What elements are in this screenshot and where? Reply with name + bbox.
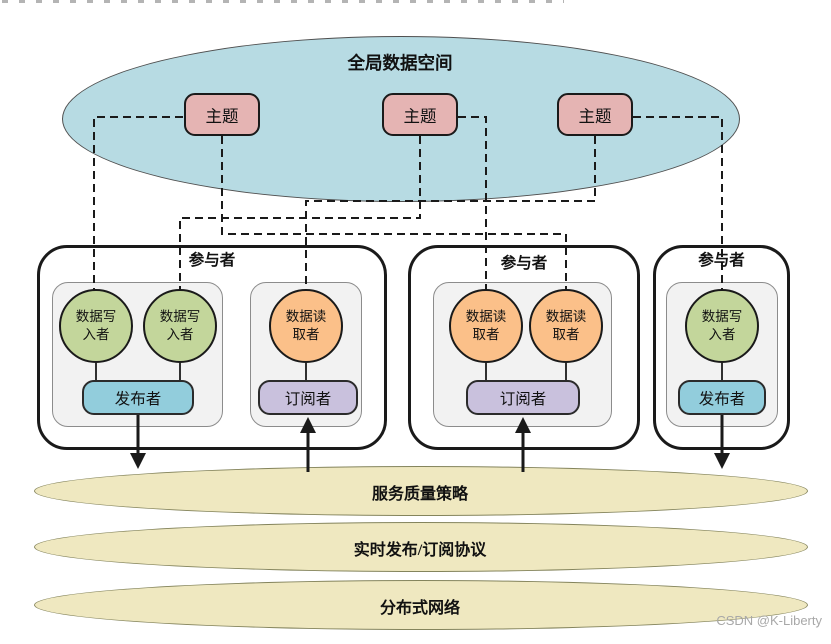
dashed-link-topic2-reader3 — [458, 116, 487, 290]
subscribe-arrowhead-2 — [515, 417, 531, 433]
topic-box-1: 主题 — [184, 93, 260, 136]
subscriber-box-2: 订阅者 — [466, 380, 580, 415]
publisher-box-3: 发布者 — [678, 380, 766, 415]
topic-box-3: 主题 — [557, 93, 633, 136]
csdn-watermark: CSDN @K-Liberty — [716, 613, 822, 628]
rtps-layer-label: 实时发布/订阅协议 — [353, 542, 487, 559]
data-writer-circle-1: 数据写 入者 — [59, 289, 133, 363]
topic-box-2: 主题 — [382, 93, 458, 136]
network-layer-ellipse — [34, 580, 808, 630]
dashed-link-topic1-reader4 — [221, 136, 567, 290]
data-reader-circle-2: 数据读 取者 — [449, 289, 523, 363]
publish-arrowhead-1 — [130, 453, 146, 469]
dashed-link-topic3-reader1 — [305, 136, 596, 290]
subscribe-arrowhead-1 — [300, 417, 316, 433]
dashed-link-topic1-writer1 — [93, 116, 183, 290]
publisher-box-1: 发布者 — [82, 380, 194, 415]
participant-label-2: 参与者 — [500, 255, 548, 272]
data-reader-circle-1: 数据读 取者 — [269, 289, 343, 363]
participant-label-1: 参与者 — [188, 252, 236, 269]
data-writer-circle-2: 数据写 入者 — [143, 289, 217, 363]
publish-arrowhead-3 — [714, 453, 730, 469]
cropped-text-remnant — [2, 0, 564, 3]
subscriber-box-1: 订阅者 — [258, 380, 358, 415]
network-layer-label: 分布式网络 — [379, 600, 460, 617]
qos-layer-ellipse — [34, 466, 808, 516]
rtps-layer-ellipse — [34, 522, 808, 572]
participant-label-3: 参与者 — [698, 252, 745, 269]
data-writer-circle-3: 数据写 入者 — [685, 289, 759, 363]
dashed-link-topic2-writer2 — [179, 136, 421, 290]
global-data-space-title: 全局数据空间 — [347, 53, 453, 73]
dashed-link-topic3-writer3 — [633, 116, 723, 290]
data-reader-circle-3: 数据读 取者 — [529, 289, 603, 363]
qos-layer-label: 服务质量策略 — [371, 486, 468, 503]
